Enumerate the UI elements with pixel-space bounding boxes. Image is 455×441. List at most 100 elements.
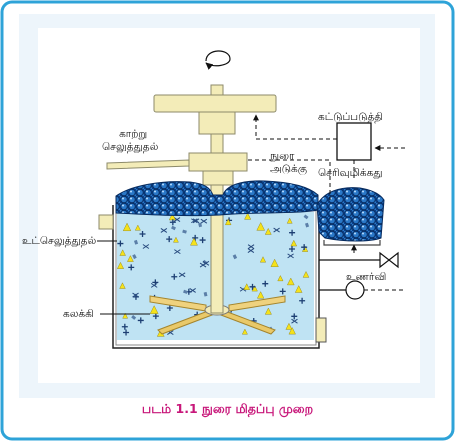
mineral-particle xyxy=(173,236,179,243)
air-inlet-label-line2: செலுத்துதல் xyxy=(102,141,159,153)
gangue-particle xyxy=(150,282,158,288)
figure-caption: படம் 1.1 நுரை மிதப்பு முறை xyxy=(141,401,314,416)
gangue-particle xyxy=(191,218,198,224)
mineral-particle xyxy=(259,256,267,263)
sensor-label: உணர்வி xyxy=(346,271,387,283)
froth-layer-label-line1: நுரை xyxy=(270,150,295,162)
gangue-particle xyxy=(291,318,298,324)
gangue-particle xyxy=(160,228,168,233)
gangue-particle xyxy=(200,218,208,224)
mineral-particle xyxy=(287,277,295,286)
gangue-particle xyxy=(131,315,137,320)
gangue-particle xyxy=(247,244,255,250)
froth-layer-label: நுரை அடுக்கு xyxy=(270,150,307,176)
tank-lip xyxy=(315,317,327,343)
gangue-particle xyxy=(128,264,135,271)
gangue-particle xyxy=(192,218,200,224)
gangue-particle xyxy=(199,237,206,244)
controller-box xyxy=(336,122,372,161)
gangue-particle xyxy=(166,236,173,243)
mineral-particle xyxy=(119,282,126,289)
scraper-label: செரிவுமிக்கது xyxy=(318,167,383,179)
gangue-particle xyxy=(137,317,144,324)
gangue-particle xyxy=(171,225,176,231)
concentrate-bubbles xyxy=(316,187,385,242)
gangue-particle xyxy=(132,292,139,298)
gangue-particle xyxy=(304,222,310,228)
mineral-particle xyxy=(243,283,251,290)
gangue-particle xyxy=(182,229,187,234)
air-inlet-label-line1: காற்று xyxy=(119,128,148,140)
gangue-particle xyxy=(123,329,130,336)
mineral-particle xyxy=(122,312,129,319)
mineral-particle xyxy=(290,239,298,247)
gangue-particle xyxy=(301,244,308,251)
froth-bubbles xyxy=(115,180,319,217)
gangue-particle xyxy=(289,229,296,236)
mineral-particle xyxy=(119,249,126,256)
gangue-particle xyxy=(142,244,150,249)
mineral-particle xyxy=(256,222,265,231)
gangue-particle xyxy=(303,214,309,220)
gangue-particle xyxy=(117,240,124,247)
mineral-particle xyxy=(264,307,272,315)
mineral-particle xyxy=(122,222,132,231)
gangue-particle xyxy=(178,272,186,278)
mineral-particle xyxy=(264,227,272,235)
mineral-particle xyxy=(241,328,248,335)
froth-layer-label-line2: அடுக்கு xyxy=(270,163,308,175)
gangue-particle xyxy=(152,313,159,320)
mineral-particle xyxy=(302,271,310,278)
gangue-particle xyxy=(291,313,298,320)
rotation-arrow-icon xyxy=(205,50,231,70)
gangue-particle xyxy=(189,288,196,293)
gangue-particle xyxy=(169,219,176,226)
gangue-particle xyxy=(288,245,295,252)
air-inlet-pipe xyxy=(106,159,190,170)
mineral-particle xyxy=(225,218,232,226)
mineral-particle xyxy=(251,285,258,292)
mineral-particle xyxy=(257,291,265,299)
gangue-particle xyxy=(173,217,181,222)
gangue-particle xyxy=(121,323,128,330)
gangue-particle xyxy=(174,249,181,255)
gangue-particle xyxy=(287,253,294,259)
gangue-particle xyxy=(171,273,178,280)
gangue-particle xyxy=(183,289,188,294)
mineral-particle xyxy=(117,261,124,269)
mineral-particle xyxy=(286,217,293,224)
gangue-particle xyxy=(247,248,255,253)
mineral-particle xyxy=(294,285,303,293)
feed-inlet-label: உட்செலுத்துதல் xyxy=(22,235,97,247)
mineral-particle xyxy=(270,258,279,267)
ore-particles xyxy=(117,212,310,337)
mineral-particle xyxy=(134,224,141,231)
gangue-particle xyxy=(133,239,139,245)
gangue-particle xyxy=(199,262,207,268)
air-inlet-label: காற்று செலுத்துதல் xyxy=(102,128,158,154)
mineral-particle xyxy=(277,275,284,282)
gangue-particle xyxy=(279,288,286,295)
tank-wall xyxy=(112,205,320,349)
gangue-particle xyxy=(232,254,238,260)
controller-label: கட்டுப்படுத்தி xyxy=(318,111,383,123)
gangue-particle xyxy=(132,254,137,260)
mineral-particle xyxy=(127,255,134,262)
gangue-particle xyxy=(166,305,173,312)
gangue-particle xyxy=(299,297,306,304)
gangue-particle xyxy=(139,231,146,238)
mineral-particle xyxy=(190,237,198,246)
impeller-label: கலக்கி xyxy=(63,308,94,320)
valve-icon xyxy=(379,251,399,269)
gangue-particle xyxy=(273,227,280,233)
control-signal-air xyxy=(248,159,331,200)
gangue-particle xyxy=(249,283,256,290)
gangue-particle xyxy=(262,280,269,287)
gangue-particle xyxy=(198,222,203,228)
control-signal-top xyxy=(253,114,337,140)
mineral-particle xyxy=(244,212,252,220)
mineral-particle xyxy=(285,322,293,330)
gangue-particle xyxy=(192,234,199,241)
gangue-particle xyxy=(203,291,208,297)
